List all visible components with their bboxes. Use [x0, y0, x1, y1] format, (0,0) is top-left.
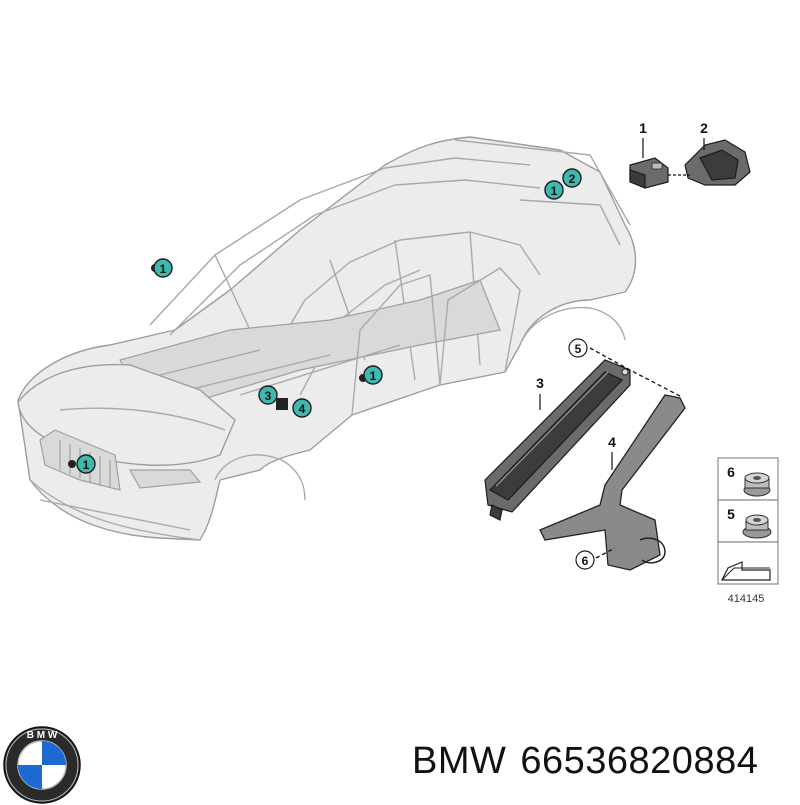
- part-label-1: 1: [639, 120, 647, 158]
- svg-text:5: 5: [575, 342, 582, 356]
- car-callout-1-trunk: 1: [544, 180, 564, 200]
- diagram-number: 414145: [728, 593, 765, 605]
- svg-text:1: 1: [551, 184, 558, 198]
- part-label-3: 3: [536, 375, 544, 410]
- brand-part-number: BMW 66536820884: [412, 740, 772, 783]
- svg-text:B M W: B M W: [27, 730, 58, 741]
- part-2-bracket: [668, 139, 751, 186]
- part-callout-5: 5: [568, 338, 588, 358]
- svg-text:5: 5: [727, 506, 735, 522]
- bmw-logo: B M W: [3, 726, 81, 804]
- part-4-bracket: [539, 394, 686, 571]
- nut-icon: [743, 472, 771, 497]
- flange-nut-icon: [742, 514, 772, 539]
- svg-text:2: 2: [700, 120, 708, 136]
- arrow-icon: [721, 561, 771, 581]
- svg-text:1: 1: [83, 458, 90, 472]
- legend-label-6: 6: [727, 464, 735, 480]
- svg-text:4: 4: [299, 402, 306, 416]
- svg-text:1: 1: [160, 262, 167, 276]
- brand-name: BMW: [412, 740, 507, 782]
- svg-text:1: 1: [639, 120, 647, 136]
- part-callout-6: 6: [575, 550, 595, 570]
- part-label-4: 4: [608, 434, 616, 470]
- legend-label-5: 5: [727, 506, 735, 522]
- car-callout-4-a-pillar: 4: [292, 398, 312, 418]
- part-1-sensor: [629, 157, 669, 189]
- part-label-2: 2: [700, 120, 708, 150]
- svg-text:2: 2: [569, 172, 576, 186]
- car-callout-2-trunk: 2: [562, 168, 582, 188]
- svg-text:4: 4: [608, 434, 616, 450]
- part-number: 66536820884: [520, 740, 759, 782]
- car-body-illustration: [17, 136, 637, 541]
- svg-text:1: 1: [370, 369, 377, 383]
- car-callout-1-left-pillar: 1: [153, 258, 173, 278]
- svg-text:3: 3: [536, 375, 544, 391]
- car-callout-1-grille: 1: [76, 454, 96, 474]
- svg-text:6: 6: [727, 464, 735, 480]
- svg-text:3: 3: [265, 389, 272, 403]
- svg-text:6: 6: [582, 554, 589, 568]
- car-callout-1-b-pillar: 1: [363, 365, 383, 385]
- part-3-module: [484, 359, 631, 521]
- car-callout-3-a-pillar: 3: [258, 385, 278, 405]
